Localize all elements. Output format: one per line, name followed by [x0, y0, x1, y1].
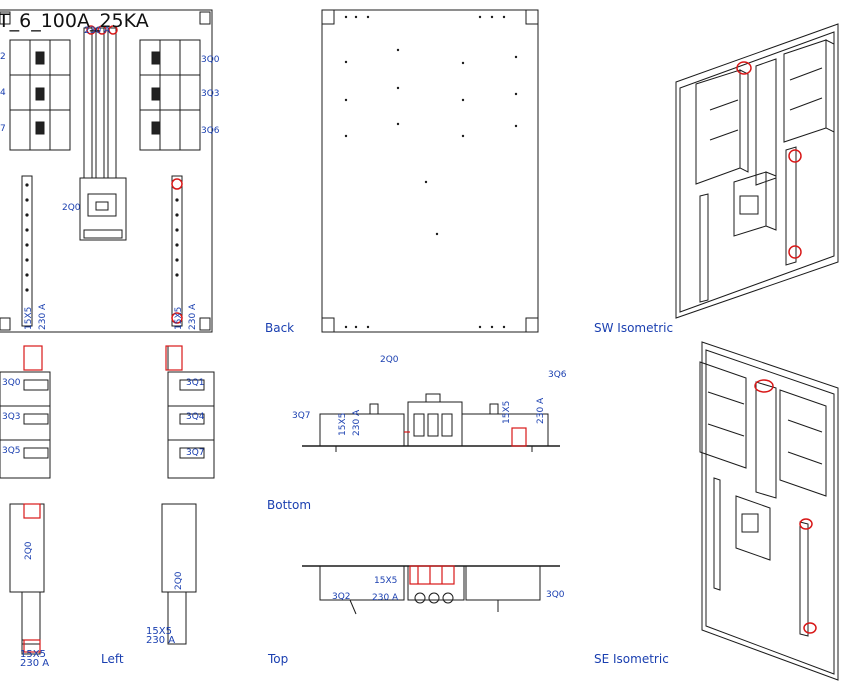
left-size-stack: 15X5 230 A [20, 649, 50, 669]
busbar-right [171, 175, 183, 327]
front-view [0, 9, 213, 333]
left2-2q0-label: 2Q0 [174, 571, 184, 590]
view-label-back: Back [265, 321, 295, 335]
busbar-right-size: 15X5 [174, 306, 184, 330]
view-label-bottom: Bottom [267, 498, 312, 512]
bottom-230a-right: 230 A [536, 397, 546, 424]
front-3q3-label: 3Q3 [201, 89, 220, 99]
left-view [0, 345, 215, 655]
front-3q6-label: 3Q6 [201, 126, 220, 136]
left-230a-label: 230 A [20, 658, 50, 669]
busbar-left-size: 15X5 [24, 306, 34, 330]
top-3q2-label: 3Q2 [332, 592, 351, 602]
se-panel [701, 341, 839, 681]
back-panel-outline [321, 9, 539, 333]
front-q4-label: 4 [0, 88, 6, 98]
busbar-left [21, 175, 33, 327]
busbar-right-rating: 230 A [188, 303, 198, 330]
front-panel-outline [0, 9, 213, 333]
view-label-se-isometric: SE Isometric [594, 652, 669, 666]
bottom-3q6-label: 3Q6 [548, 370, 567, 380]
left2-size-stack: 15X5 230 A [146, 626, 176, 646]
left2-15x5-label: 15X5 [146, 626, 172, 637]
view-label-left: Left [101, 652, 124, 666]
drawing-title: T_6_100A_25KA [0, 10, 149, 32]
top-3q0-label: 3Q0 [546, 590, 565, 600]
breaker-column-right [139, 39, 201, 151]
sw-panel [675, 23, 839, 319]
left-2q0-label: 2Q0 [24, 541, 34, 560]
bottom-15x5-right: 15X5 [502, 400, 512, 424]
left-3q0-label: 3Q0 [2, 378, 21, 388]
view-label-sw-isometric: SW Isometric [594, 321, 674, 335]
left-3q5-label: 3Q5 [2, 446, 21, 456]
left-3q3-label: 3Q3 [2, 412, 21, 422]
front-q7-label: 7 [0, 124, 6, 134]
left2-3q1-label: 3Q1 [186, 378, 205, 388]
left2-3q4-label: 3Q4 [186, 412, 205, 422]
busbar-left-rating: 230 A [38, 303, 48, 330]
bottom-view [302, 393, 560, 452]
front-q2-label: 2 [0, 52, 6, 62]
front-3q0-label: 3Q0 [201, 55, 220, 65]
breaker-column-left [9, 39, 71, 151]
top-view [302, 565, 560, 615]
left2-230a-label: 230 A [146, 635, 176, 646]
front-rating-label: 230 A [84, 26, 111, 36]
left2-3q7-label: 3Q7 [186, 448, 205, 458]
top-230a-label: 230 A [372, 593, 399, 603]
top-15x5-label: 15X5 [374, 576, 398, 586]
bottom-15x5-left: 15X5 [338, 412, 348, 436]
bottom-230a-left: 230 A [352, 409, 362, 436]
front-2q0-label: 2Q0 [62, 203, 81, 213]
back-view [321, 9, 539, 333]
se-isometric-view [699, 341, 839, 681]
bottom-2q0-label: 2Q0 [380, 355, 399, 365]
view-label-top: Top [268, 652, 289, 666]
left-15x5-label: 15X5 [20, 649, 46, 660]
bottom-3q7-label: 3Q7 [292, 411, 311, 421]
main-breaker [79, 177, 127, 241]
sw-isometric-view [675, 23, 839, 319]
